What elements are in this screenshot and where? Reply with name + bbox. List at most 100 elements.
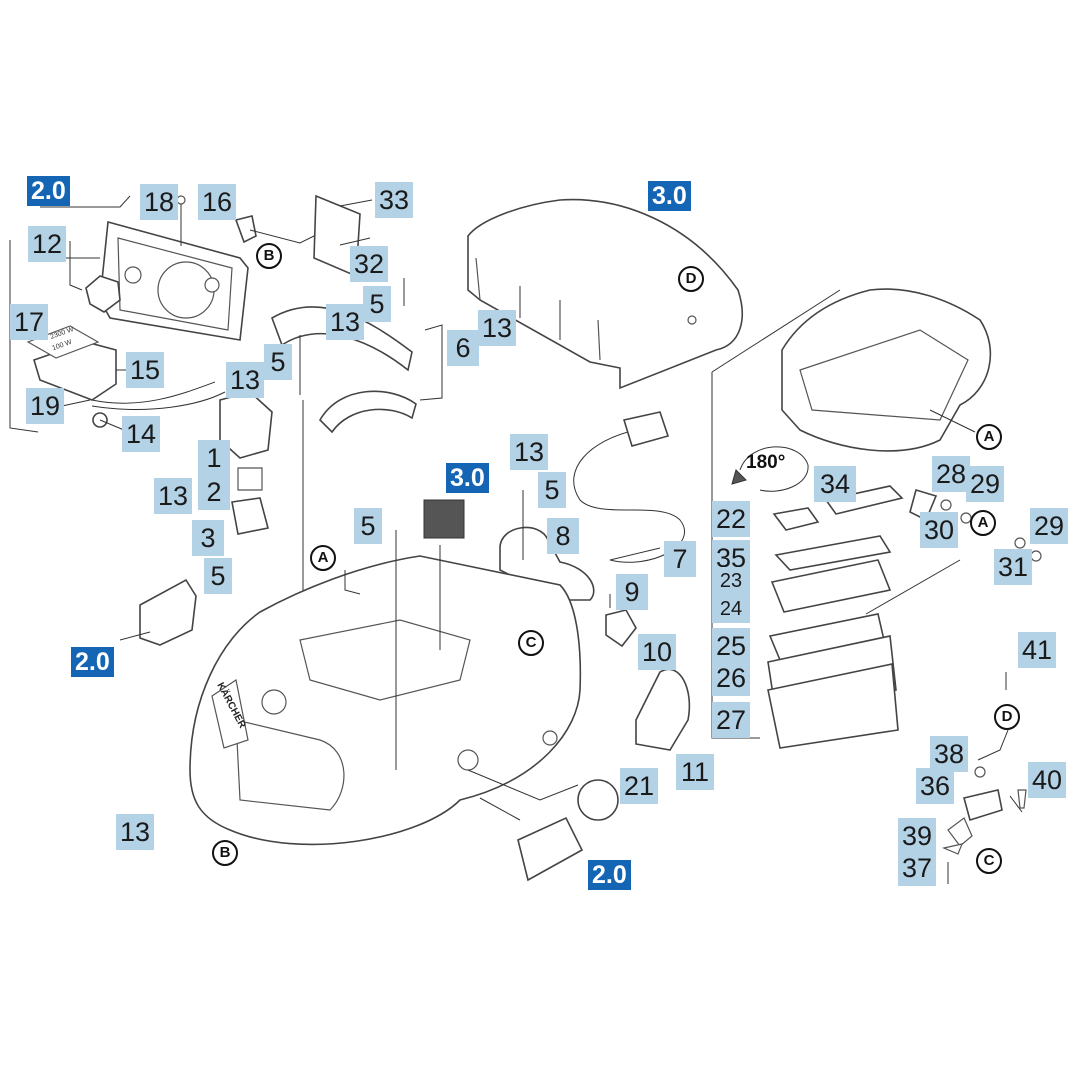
cable	[91, 381, 216, 404]
cable-clamp	[605, 609, 637, 648]
part-callout-3[interactable]: 3	[192, 520, 224, 556]
leader-line	[61, 399, 91, 407]
tank-top-inner	[799, 329, 969, 421]
part-callout-23[interactable]: 23	[712, 567, 750, 595]
part-callout-11[interactable]: 11	[676, 754, 714, 790]
leader-line	[119, 631, 151, 641]
part-callout-26[interactable]: 26	[712, 660, 750, 696]
switch-hole	[124, 266, 142, 284]
part-callout-25[interactable]: 25	[712, 628, 750, 664]
connection-marker-c: C	[518, 630, 544, 656]
hose-clip	[635, 668, 691, 751]
connection-marker-a: A	[970, 510, 996, 536]
part-callout-40[interactable]: 40	[1028, 762, 1066, 798]
top-cover	[467, 198, 743, 390]
filter-frame	[767, 663, 899, 749]
rotation-arrow	[739, 446, 809, 492]
switch-cover-lid	[26, 325, 100, 359]
hose-guide-lower	[319, 390, 417, 434]
part-callout-36[interactable]: 36	[916, 768, 954, 804]
leader-line	[711, 289, 841, 373]
rotary-knob	[85, 275, 121, 313]
part-callout-21[interactable]: 21	[620, 768, 658, 804]
part-callout-5[interactable]: 5	[264, 344, 292, 380]
leader-line	[1009, 795, 1023, 813]
part-callout-37[interactable]: 37	[898, 850, 936, 886]
part-callout-28[interactable]: 28	[932, 456, 970, 492]
part-callout-27[interactable]: 27	[712, 702, 750, 738]
rotation-arrowhead	[731, 469, 747, 485]
screw	[339, 199, 373, 207]
part-callout-41[interactable]: 41	[1018, 632, 1056, 668]
panel-opening	[157, 261, 215, 319]
bracket-line	[9, 240, 39, 433]
part-callout-8[interactable]: 8	[547, 518, 579, 554]
filter-block	[423, 499, 465, 539]
bracket-line	[711, 372, 760, 739]
leader-line	[865, 559, 961, 615]
part-callout-13[interactable]: 13	[116, 814, 154, 850]
part-callout-13[interactable]: 13	[478, 310, 516, 346]
part-callout-7[interactable]: 7	[664, 541, 696, 577]
part-callout-5[interactable]: 5	[204, 558, 232, 594]
cable	[91, 391, 226, 410]
part-callout-29[interactable]: 29	[966, 466, 1004, 502]
connection-marker-a: A	[310, 545, 336, 571]
round-filter	[577, 779, 619, 821]
leader-line	[977, 729, 1009, 761]
part-callout-13[interactable]: 13	[510, 434, 548, 470]
hose-guide-upper	[271, 306, 413, 372]
part-callout-9[interactable]: 9	[616, 574, 648, 610]
part-callout-13[interactable]: 13	[226, 362, 264, 398]
part-callout-14[interactable]: 14	[122, 416, 160, 452]
part-callout-10[interactable]: 10	[638, 634, 676, 670]
part-callout-2[interactable]: 2	[198, 474, 230, 510]
part-callout-34[interactable]: 34	[814, 466, 856, 502]
part-callout-19[interactable]: 19	[26, 388, 64, 424]
spring	[237, 467, 263, 491]
part-callout-30[interactable]: 30	[920, 512, 958, 548]
washer	[940, 499, 952, 511]
section-ref-2-0[interactable]: 2.0	[588, 860, 631, 890]
part-callout-22[interactable]: 22	[712, 501, 750, 537]
leader-line	[69, 241, 83, 291]
plug	[622, 411, 670, 447]
part-callout-38[interactable]: 38	[930, 736, 968, 772]
connection-marker-c: C	[976, 848, 1002, 874]
part-callout-31[interactable]: 31	[994, 549, 1032, 585]
part-callout-13[interactable]: 13	[326, 304, 364, 340]
part-callout-5[interactable]: 5	[354, 508, 382, 544]
brand-plate	[211, 679, 249, 749]
filter-foam	[770, 559, 892, 613]
part-callout-33[interactable]: 33	[375, 182, 413, 218]
part-callout-24[interactable]: 24	[712, 595, 750, 623]
part-callout-12[interactable]: 12	[28, 226, 66, 262]
leader-line	[344, 570, 361, 595]
part-callout-18[interactable]: 18	[140, 184, 178, 220]
part-callout-29[interactable]: 29	[1030, 508, 1068, 544]
part-callout-39[interactable]: 39	[898, 818, 936, 854]
part-callout-32[interactable]: 32	[350, 246, 388, 282]
clip-part	[234, 215, 257, 244]
connection-marker-d: D	[994, 704, 1020, 730]
housing-opening	[542, 730, 558, 746]
section-ref-2-0[interactable]: 2.0	[71, 647, 114, 677]
section-ref-3-0[interactable]: 3.0	[648, 181, 691, 211]
section-ref-2-0[interactable]: 2.0	[27, 176, 70, 206]
pin	[1017, 789, 1027, 809]
part-callout-15[interactable]: 15	[126, 352, 164, 388]
part-callout-1[interactable]: 1	[198, 440, 230, 476]
part-callout-6[interactable]: 6	[447, 330, 479, 366]
part-callout-17[interactable]: 17	[10, 304, 48, 340]
part-callout-13[interactable]: 13	[154, 478, 192, 514]
rotation-label: 180°	[746, 452, 786, 473]
leader-line	[929, 409, 976, 433]
part-callout-5[interactable]: 5	[363, 286, 391, 322]
part-callout-16[interactable]: 16	[198, 184, 236, 220]
washer	[1030, 550, 1042, 562]
section-ref-3-0[interactable]: 3.0	[446, 463, 489, 493]
side-panel-bottom	[517, 816, 584, 882]
connection-marker-d: D	[678, 266, 704, 292]
part-callout-5[interactable]: 5	[538, 472, 566, 508]
clip-small	[942, 843, 963, 855]
